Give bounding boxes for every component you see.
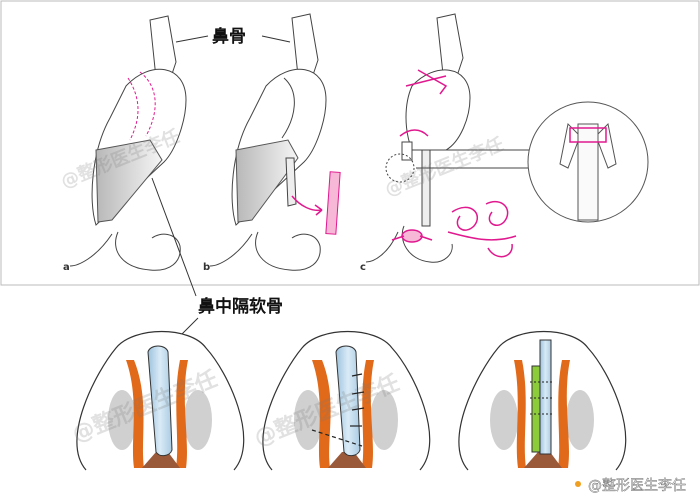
panel-b-nasal-bone xyxy=(291,13,319,79)
panel-b-illustration xyxy=(209,13,327,271)
panel-c-suture-top xyxy=(417,69,448,95)
panel-b-resection-line xyxy=(281,77,295,139)
septal-leader-top xyxy=(151,177,197,297)
panel-c-loop-2 xyxy=(485,201,509,226)
detail-left-cartilage xyxy=(559,122,581,169)
bottom-nose-3 xyxy=(458,331,627,471)
panel-b-label: b xyxy=(203,262,210,273)
panel-c-detail-circle xyxy=(385,153,415,183)
nasal-bone-leader-right xyxy=(261,35,291,43)
nose-3-left-cartilage xyxy=(514,360,526,468)
weibo-handle: @整形医生李任 xyxy=(588,478,686,494)
bottom-nose-1 xyxy=(76,331,245,471)
nose-1-septal-cartilage xyxy=(147,345,173,457)
nose-3-right-cartilage xyxy=(558,360,570,468)
panel-c-nasal-bone xyxy=(436,13,464,77)
nose-1-left-nostril xyxy=(108,390,136,450)
nose-2-left-cartilage xyxy=(312,360,331,468)
weibo-icon-dot xyxy=(575,481,581,487)
panel-b-graft-piece xyxy=(325,171,341,235)
nose-3-right-nostril xyxy=(566,390,594,450)
nasal-bone-leader-left xyxy=(175,35,209,43)
nasal-bone-label: 鼻骨 xyxy=(212,26,246,47)
panel-c-lip xyxy=(365,231,399,263)
nose-1-spine xyxy=(142,452,180,468)
score-mark xyxy=(351,373,363,377)
panel-c-suture-mid xyxy=(399,129,429,137)
nose-2-right-nostril xyxy=(370,390,398,450)
score-mark xyxy=(351,391,365,395)
panel-a-dashed-cut-2 xyxy=(127,77,139,141)
panel-a-septum xyxy=(95,139,163,223)
nose-1-right-nostril xyxy=(184,390,212,450)
nose-2-right-cartilage xyxy=(362,360,374,468)
nose-2-septal-cartilage xyxy=(335,345,361,457)
detail-right-cartilage xyxy=(595,122,617,169)
panel-c-tip-graft xyxy=(401,229,423,243)
nose-2-cut-line xyxy=(311,429,363,447)
panel-a-label: a xyxy=(63,262,70,273)
panel-b-septum xyxy=(235,139,299,223)
panel-b-arrow xyxy=(291,195,323,212)
panel-a-dashed-cut xyxy=(139,71,156,137)
weibo-watermark: @整形医生李任 xyxy=(572,478,686,494)
panel-c-loop-3 xyxy=(447,231,517,241)
panel-b-strip xyxy=(285,157,297,207)
panel-c-detail-view xyxy=(527,101,649,223)
panel-b-arrow-head xyxy=(314,204,323,216)
panel-c-illustration xyxy=(365,13,540,263)
panel-a-lip xyxy=(69,233,113,267)
panel-c-tab xyxy=(401,141,413,161)
nose-2-left-nostril xyxy=(294,390,322,450)
panel-c-loop-4 xyxy=(487,243,513,258)
panel-a-illustration xyxy=(69,15,187,271)
nose-2-score-marks xyxy=(350,373,365,427)
nose-3-spine xyxy=(524,452,562,468)
detail-suture xyxy=(569,127,607,143)
panel-c-nose-top xyxy=(405,69,471,151)
nose-1-right-cartilage xyxy=(176,360,188,468)
septal-cartilage-label: 鼻中隔软骨 xyxy=(198,296,283,317)
panel-b-nostril xyxy=(255,231,321,271)
nose-2-spine xyxy=(328,452,366,468)
panel-b-lip xyxy=(209,233,253,267)
panel-c-suture-line xyxy=(405,75,447,87)
nose-1-left-cartilage xyxy=(126,360,144,468)
panel-a-nasal-bone xyxy=(149,15,177,81)
panel-c-loop-1 xyxy=(451,206,479,231)
score-mark xyxy=(351,407,365,411)
nose-3-left-nostril xyxy=(490,390,518,450)
detail-septum-strut xyxy=(577,123,599,221)
panel-c-tip-suture xyxy=(391,235,433,241)
nose-3-septal-strut xyxy=(539,339,552,455)
panel-c-strut xyxy=(421,149,431,227)
panel-a-nostril xyxy=(115,231,181,271)
panel-c-magenta-sutures xyxy=(391,69,517,258)
bottom-nose-2 xyxy=(262,331,431,471)
panel-c-label: c xyxy=(360,262,366,273)
